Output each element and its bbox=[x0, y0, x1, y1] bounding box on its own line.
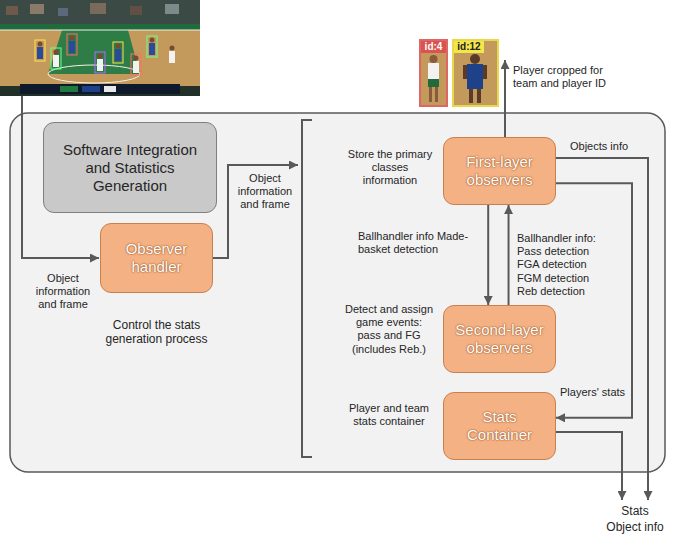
process-box: First-layer observers bbox=[443, 137, 556, 205]
detection-box bbox=[35, 40, 45, 61]
player bbox=[149, 43, 155, 55]
id-tag: id:12 bbox=[454, 41, 484, 53]
crowd bbox=[30, 4, 44, 14]
detection-box bbox=[113, 42, 123, 63]
player bbox=[150, 38, 155, 43]
node-text: Stats Container bbox=[452, 408, 547, 444]
scoreboard bbox=[82, 86, 100, 92]
detection-box bbox=[51, 48, 61, 69]
player bbox=[467, 81, 483, 89]
court-floor bbox=[0, 24, 200, 86]
player bbox=[37, 47, 43, 59]
note-label: Player cropped for team and player ID bbox=[513, 64, 613, 90]
court-band bbox=[0, 24, 200, 30]
player-crop bbox=[453, 40, 498, 106]
player bbox=[428, 63, 439, 79]
crowd bbox=[58, 8, 68, 16]
note-label: Detect and assign game events: pass and … bbox=[344, 303, 434, 356]
output-arrow bbox=[556, 158, 648, 500]
flow-arrow bbox=[487, 205, 489, 305]
player bbox=[470, 54, 480, 64]
crowd bbox=[90, 3, 106, 14]
court-line bbox=[48, 65, 140, 83]
note-label: Player and team stats container bbox=[344, 402, 434, 428]
player bbox=[169, 51, 175, 63]
detection-box bbox=[147, 36, 157, 57]
player bbox=[477, 89, 481, 103]
scoreboard bbox=[20, 84, 180, 94]
player bbox=[463, 65, 467, 79]
flow-arrow bbox=[213, 165, 298, 258]
player bbox=[97, 59, 103, 71]
player bbox=[53, 55, 59, 67]
flow-label: Object information and frame bbox=[32, 272, 94, 312]
output-label: Stats bbox=[598, 504, 672, 518]
player bbox=[429, 87, 432, 102]
group-bracket bbox=[302, 120, 312, 457]
player bbox=[54, 50, 59, 55]
output-arrow bbox=[556, 432, 622, 500]
player bbox=[467, 64, 483, 81]
detection-box bbox=[131, 54, 141, 75]
crowd bbox=[0, 0, 200, 26]
game-frame bbox=[0, 0, 200, 96]
player bbox=[115, 49, 121, 61]
flow-arrow bbox=[508, 205, 510, 305]
player bbox=[116, 44, 121, 49]
node-text: Software Integration and Statistics Gene… bbox=[52, 141, 208, 195]
player bbox=[170, 46, 175, 51]
crowd bbox=[6, 6, 18, 15]
process-box: Second-layer observers bbox=[443, 305, 556, 373]
player bbox=[483, 65, 487, 79]
process-box: Observer handler bbox=[100, 223, 213, 293]
output-label: Object info bbox=[598, 520, 672, 534]
crowd bbox=[130, 6, 142, 15]
flow-label: Object information and frame bbox=[234, 172, 296, 212]
scoreboard bbox=[60, 86, 78, 92]
player bbox=[133, 61, 139, 73]
player bbox=[469, 89, 473, 103]
title-box: Software Integration and Statistics Gene… bbox=[43, 122, 217, 213]
note-label: Control the stats generation process bbox=[93, 318, 220, 347]
detection-box bbox=[67, 34, 77, 55]
player bbox=[435, 87, 438, 102]
crop-frame bbox=[420, 40, 447, 106]
edge-label: Players' stats bbox=[560, 386, 630, 399]
note-label: Store the primary classes information bbox=[345, 148, 435, 188]
process-box: Stats Container bbox=[443, 392, 556, 460]
player bbox=[69, 41, 75, 53]
player bbox=[38, 42, 43, 47]
system-container bbox=[10, 113, 665, 472]
player bbox=[70, 36, 75, 41]
id-tag: id:4 bbox=[421, 41, 446, 53]
player bbox=[98, 54, 103, 59]
node-text: First-layer observers bbox=[452, 153, 547, 189]
node-text: Observer handler bbox=[109, 240, 204, 276]
crop-frame bbox=[453, 40, 498, 106]
node-text: Second-layer observers bbox=[452, 321, 547, 357]
player bbox=[428, 79, 439, 87]
flow-arrow bbox=[556, 183, 632, 418]
player bbox=[134, 56, 139, 61]
player-crop bbox=[420, 40, 447, 106]
player bbox=[430, 55, 438, 63]
flow-label: Objects info bbox=[570, 140, 640, 153]
edge-label: Ballhandler info: Pass detection FGA det… bbox=[517, 232, 607, 298]
scoreboard bbox=[104, 86, 116, 92]
detection-box bbox=[95, 52, 105, 73]
crop-arrow bbox=[504, 60, 506, 137]
frame-ground bbox=[0, 0, 200, 96]
crowd bbox=[165, 4, 179, 14]
court-line bbox=[0, 30, 200, 31]
edge-label: Ballhandler info Made-basket detection bbox=[358, 230, 480, 256]
